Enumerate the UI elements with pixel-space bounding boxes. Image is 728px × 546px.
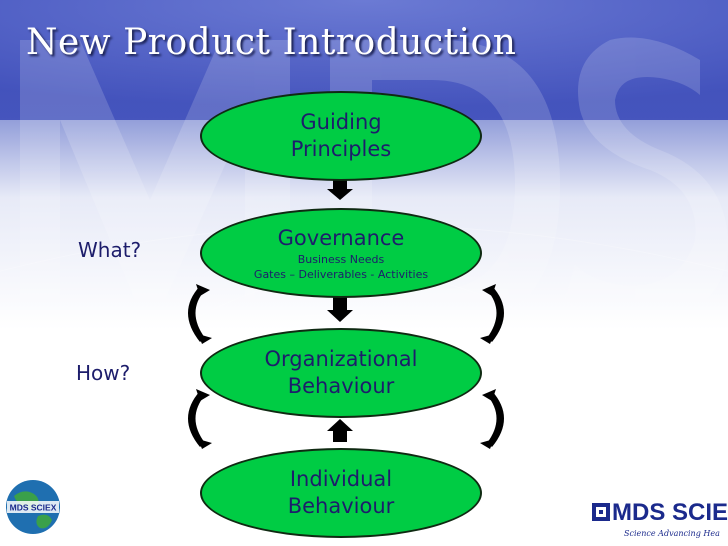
down-arrow-2	[327, 297, 353, 322]
mds-sciex-globe-logo: MDS SCIEX	[6, 480, 60, 534]
logo-badge-text: MDS SCIEX	[10, 503, 57, 513]
curved-arrow-right-upper	[480, 284, 504, 344]
oval-label-guiding-principles: Guiding Principles	[290, 110, 392, 161]
curved-arrow-right-lower	[480, 389, 504, 449]
logo-wordmark: MDS SCIEX	[612, 499, 728, 526]
oval-guiding-principles: Guiding Principles	[200, 91, 482, 181]
slide-title: New Product Introduction	[26, 22, 517, 63]
curved-arrow-left-upper	[188, 284, 212, 344]
side-label-what: What?	[78, 238, 142, 262]
oval-organizational-behaviour: Organizational Behaviour	[200, 328, 482, 418]
oval-label-individual-behaviour: Individual Behaviour	[287, 467, 395, 518]
oval-label-governance: Governance	[277, 225, 405, 250]
mds-sciex-mark-icon	[592, 503, 610, 521]
mds-sciex-logo: MDS SCIEX Science Advancing Hea	[584, 495, 728, 546]
logo-tagline: Science Advancing Hea	[624, 529, 720, 538]
down-arrow-1	[327, 180, 353, 200]
curved-arrow-left-lower	[188, 389, 212, 449]
oval-individual-behaviour: Individual Behaviour	[200, 448, 482, 538]
oval-governance: Governance Business Needs Gates – Delive…	[200, 208, 482, 298]
oval-label-organizational-behaviour: Organizational Behaviour	[264, 347, 418, 398]
oval-sublabel-governance: Business Needs Gates – Deliverables - Ac…	[253, 252, 429, 281]
up-arrow-3	[327, 419, 353, 442]
side-label-how: How?	[76, 361, 131, 385]
